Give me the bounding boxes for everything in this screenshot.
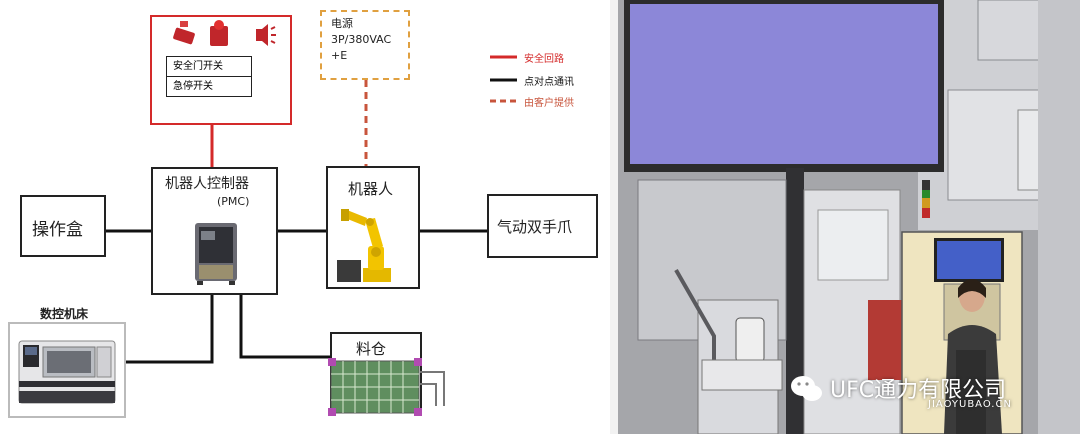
safety-loop-box: 安全门开关 急停开关: [150, 15, 292, 125]
buzzer-icon: [256, 24, 276, 46]
watermark-brand: UFC通力有限公司: [830, 378, 1007, 403]
industrial-robot-icon: [337, 209, 391, 282]
cell-render-3d: UFC通力有限公司 JIAOYUBAO.CN: [618, 0, 1080, 434]
cnc-lathe-icon: [18, 340, 116, 404]
magazine-title: 料仓: [356, 340, 387, 358]
system-diagram: 安全门开关 急停开关 电源 3P/380VAC +E 安全回路 点对点通讯 由客…: [8, 10, 598, 418]
watermark-site: JIAOYUBAO.CN: [928, 399, 1012, 410]
legend-p2p-text: 点对点通讯: [524, 77, 574, 88]
operation-box-label: 操作盒: [32, 220, 83, 240]
connection-lines: [105, 55, 517, 364]
panel-divider: [610, 0, 618, 434]
operation-box: 操作盒: [20, 195, 106, 257]
robot-cell-render: [618, 0, 1080, 434]
watermark: UFC通力有限公司 JIAOYUBAO.CN: [790, 368, 1076, 414]
power-supply-box: 电源 3P/380VAC +E: [320, 10, 410, 80]
estop-icon: [210, 20, 228, 46]
robot-controller-box: 机器人控制器 (PMC): [151, 167, 278, 295]
power-voltage-label: 3P/380VAC: [331, 33, 392, 46]
magazine-rack-icon: [328, 358, 445, 416]
wechat-icon: [791, 376, 822, 401]
legend-customer-text: 由客户提供: [524, 98, 574, 109]
pneumatic-gripper-box: 气动双手爪: [487, 194, 598, 258]
gripper-title: 气动双手爪: [497, 218, 573, 236]
switch-list: 安全门开关 急停开关: [166, 56, 252, 97]
door-switch-icon: [173, 21, 195, 45]
controller-subtitle: (PMC): [217, 195, 250, 208]
power-ground-label: +E: [331, 49, 348, 62]
power-label: 电源: [331, 17, 353, 30]
estop-switch-label: 急停开关: [173, 81, 213, 92]
door-switch-label: 安全门开关: [167, 57, 251, 77]
controller-cabinet-icon: [195, 223, 237, 285]
safety-devices-icons: [173, 20, 276, 46]
cnc-title: 数控机床: [40, 307, 89, 321]
robot-title: 机器人: [348, 180, 394, 198]
robot-box: 机器人: [326, 166, 420, 289]
controller-title: 机器人控制器: [165, 176, 249, 192]
controller-cnc-line: [126, 294, 214, 364]
legend-safety-text: 安全回路: [524, 54, 564, 65]
controller-magazine-line: [239, 294, 330, 359]
cnc-machine-box: [8, 322, 126, 418]
